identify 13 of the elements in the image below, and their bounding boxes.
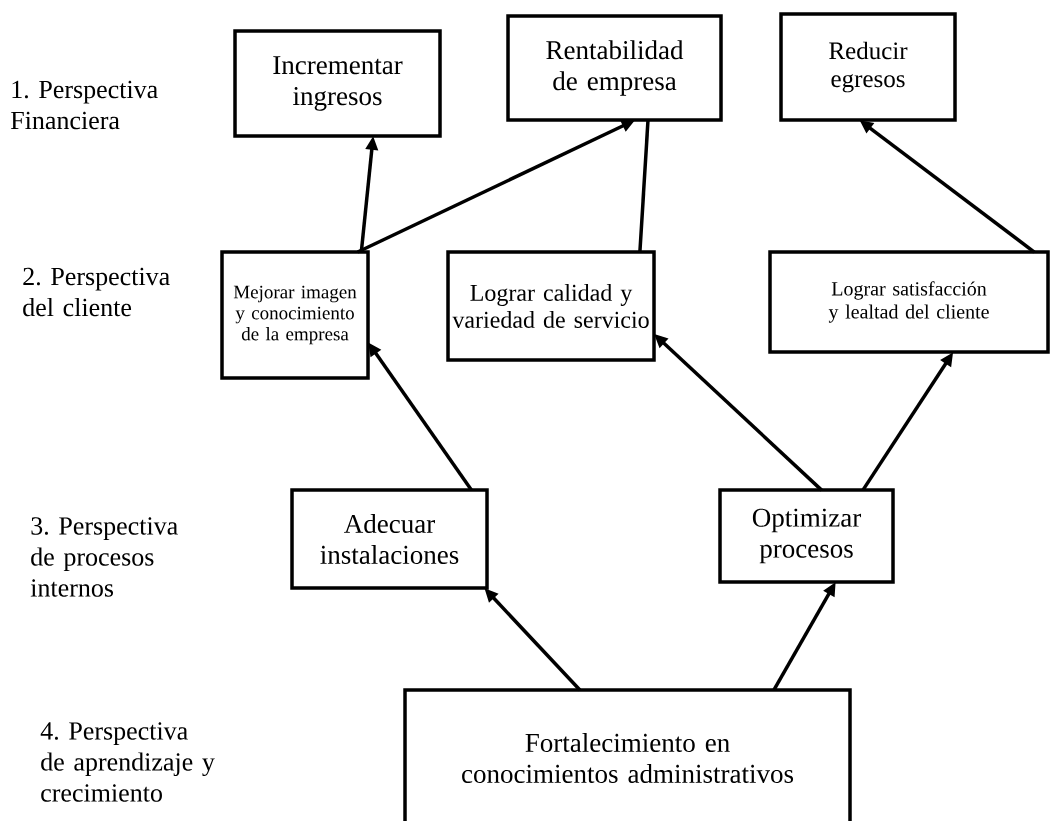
process-box: Lograr satisfacción y lealtad del cliente [768, 250, 1050, 354]
perspective-label: 3. Perspectiva de procesos internos [30, 517, 178, 597]
process-box: Fortalecimiento en conocimientos administrativos [403, 688, 852, 821]
perspective-label: 4. Perspectiva de aprendizaje y crecimiento [40, 722, 215, 802]
perspective-label: 2. Perspectiva del cliente [23, 267, 170, 317]
process-box: Optimizar procesos [718, 488, 895, 584]
process-box: Lograr calidad y variedad de servicio [446, 250, 656, 362]
process-box: Rentabilidad de empresa [506, 14, 723, 122]
process-box: Reducir egresos [779, 12, 957, 122]
perspective-label: 1. Perspectiva Financiera [10, 80, 158, 130]
process-box: Mejorar imagen y conocimiento de la empresa [220, 250, 370, 380]
process-box: Incrementar ingresos [233, 29, 442, 138]
process-box: Adecuar instalaciones [290, 488, 489, 590]
